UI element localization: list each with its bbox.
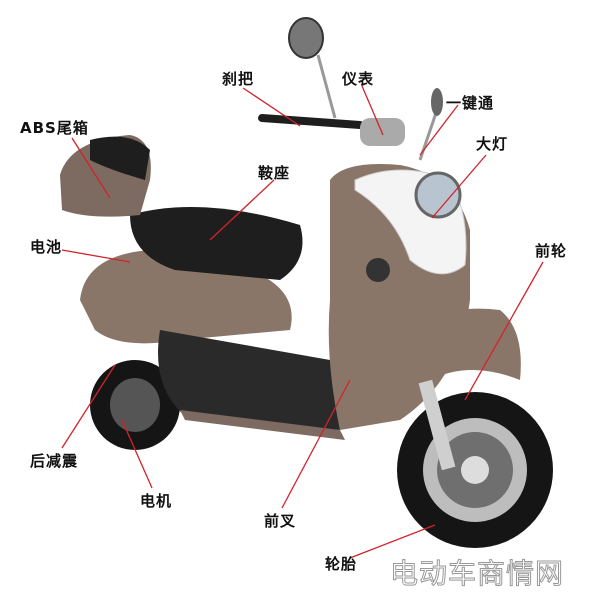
callout-lines xyxy=(61,85,544,559)
dashboard xyxy=(360,118,405,146)
label-headlight: 大灯 xyxy=(476,135,509,153)
footboard xyxy=(158,330,340,430)
label-brake-lever: 刹把 xyxy=(222,70,255,88)
label-rear-shock: 后减震 xyxy=(30,452,79,470)
front-wheel xyxy=(397,392,553,548)
label-abs-trunk: ABS尾箱 xyxy=(20,119,89,137)
front-fork xyxy=(418,379,456,471)
label-tire: 轮胎 xyxy=(325,555,358,573)
seat xyxy=(130,207,303,280)
watermark: 电动车商情网 xyxy=(389,557,565,591)
label-front-fork: 前叉 xyxy=(264,512,297,530)
label-saddle: 鞍座 xyxy=(258,164,291,182)
label-one-key-start: 一键通 xyxy=(446,94,495,112)
label-front-wheel: 前轮 xyxy=(535,242,568,260)
label-motor: 电机 xyxy=(140,492,173,510)
rear-wheel xyxy=(90,360,180,450)
label-battery: 电池 xyxy=(30,238,63,256)
front-fender xyxy=(370,308,521,400)
label-dashboard: 仪表 xyxy=(342,70,375,88)
headlight xyxy=(414,171,462,219)
